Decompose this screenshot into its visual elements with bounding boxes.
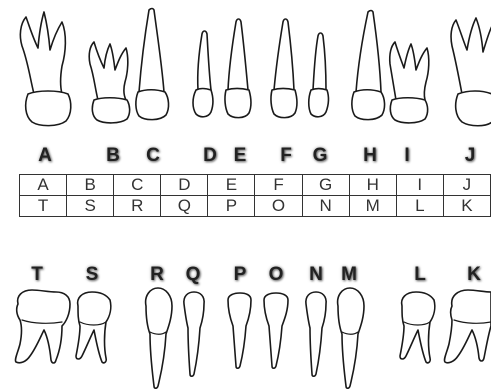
lower-label-p: P [234, 265, 247, 284]
grid-cell: O [255, 196, 302, 217]
tooth-lower-l [400, 292, 435, 363]
upper-label-f: F [280, 146, 292, 165]
lower-label-r: R [150, 265, 164, 284]
tooth-upper-i [390, 42, 429, 123]
upper-teeth-row [0, 0, 491, 140]
lower-label-l: L [414, 265, 426, 284]
letter-grid-row-upper: A B C D E F G H I J [20, 175, 491, 196]
upper-label-e: E [234, 146, 247, 165]
grid-cell: M [349, 196, 396, 217]
grid-cell: R [114, 196, 161, 217]
upper-label-d: D [203, 146, 217, 165]
grid-cell: E [208, 175, 255, 196]
tooth-lower-s [76, 292, 111, 363]
lower-label-o: O [269, 265, 284, 284]
grid-cell: L [396, 196, 443, 217]
tooth-upper-b [89, 42, 129, 123]
lower-label-n: N [309, 265, 323, 284]
upper-label-c: C [146, 146, 160, 165]
tooth-lower-q [184, 292, 204, 376]
grid-cell: A [20, 175, 67, 196]
lower-label-q: Q [186, 265, 201, 284]
tooth-upper-c [136, 9, 169, 120]
letter-grid: A B C D E F G H I J T S R Q P O N M L K [19, 174, 491, 217]
upper-label-j: J [465, 146, 476, 165]
tooth-lower-n [306, 292, 326, 376]
lower-label-t: T [31, 265, 43, 284]
upper-label-a: A [38, 146, 52, 165]
tooth-lower-t [15, 290, 70, 363]
upper-label-i: I [404, 146, 409, 165]
grid-cell: G [302, 175, 349, 196]
grid-cell: Q [161, 196, 208, 217]
tooth-lower-r [146, 288, 172, 388]
tooth-lower-m [338, 288, 364, 388]
tooth-upper-f [271, 19, 297, 118]
grid-cell: T [20, 196, 67, 217]
grid-cell: P [208, 196, 255, 217]
tooth-lower-o [264, 293, 288, 368]
upper-label-h: H [363, 146, 377, 165]
grid-cell: N [302, 196, 349, 217]
grid-cell: J [443, 175, 490, 196]
tooth-upper-a [20, 12, 70, 126]
tooth-upper-d [193, 31, 213, 117]
grid-cell: I [396, 175, 443, 196]
grid-cell: D [161, 175, 208, 196]
grid-cell: S [67, 196, 114, 217]
grid-cell: F [255, 175, 302, 196]
upper-label-b: B [106, 146, 120, 165]
lower-label-m: M [341, 265, 357, 284]
letter-grid-row-lower: T S R Q P O N M L K [20, 196, 491, 217]
grid-cell: K [443, 196, 490, 217]
tooth-lower-k [444, 290, 491, 363]
lower-label-s: S [86, 265, 99, 284]
grid-cell: H [349, 175, 396, 196]
tooth-upper-e [225, 19, 251, 118]
tooth-lower-p [228, 293, 251, 368]
tooth-upper-g [309, 33, 329, 117]
tooth-upper-h [352, 11, 385, 120]
upper-label-g: G [313, 146, 328, 165]
tooth-upper-j [451, 18, 491, 126]
grid-cell: C [114, 175, 161, 196]
grid-cell: B [67, 175, 114, 196]
lower-label-k: K [467, 265, 481, 284]
lower-teeth-row [0, 286, 491, 389]
